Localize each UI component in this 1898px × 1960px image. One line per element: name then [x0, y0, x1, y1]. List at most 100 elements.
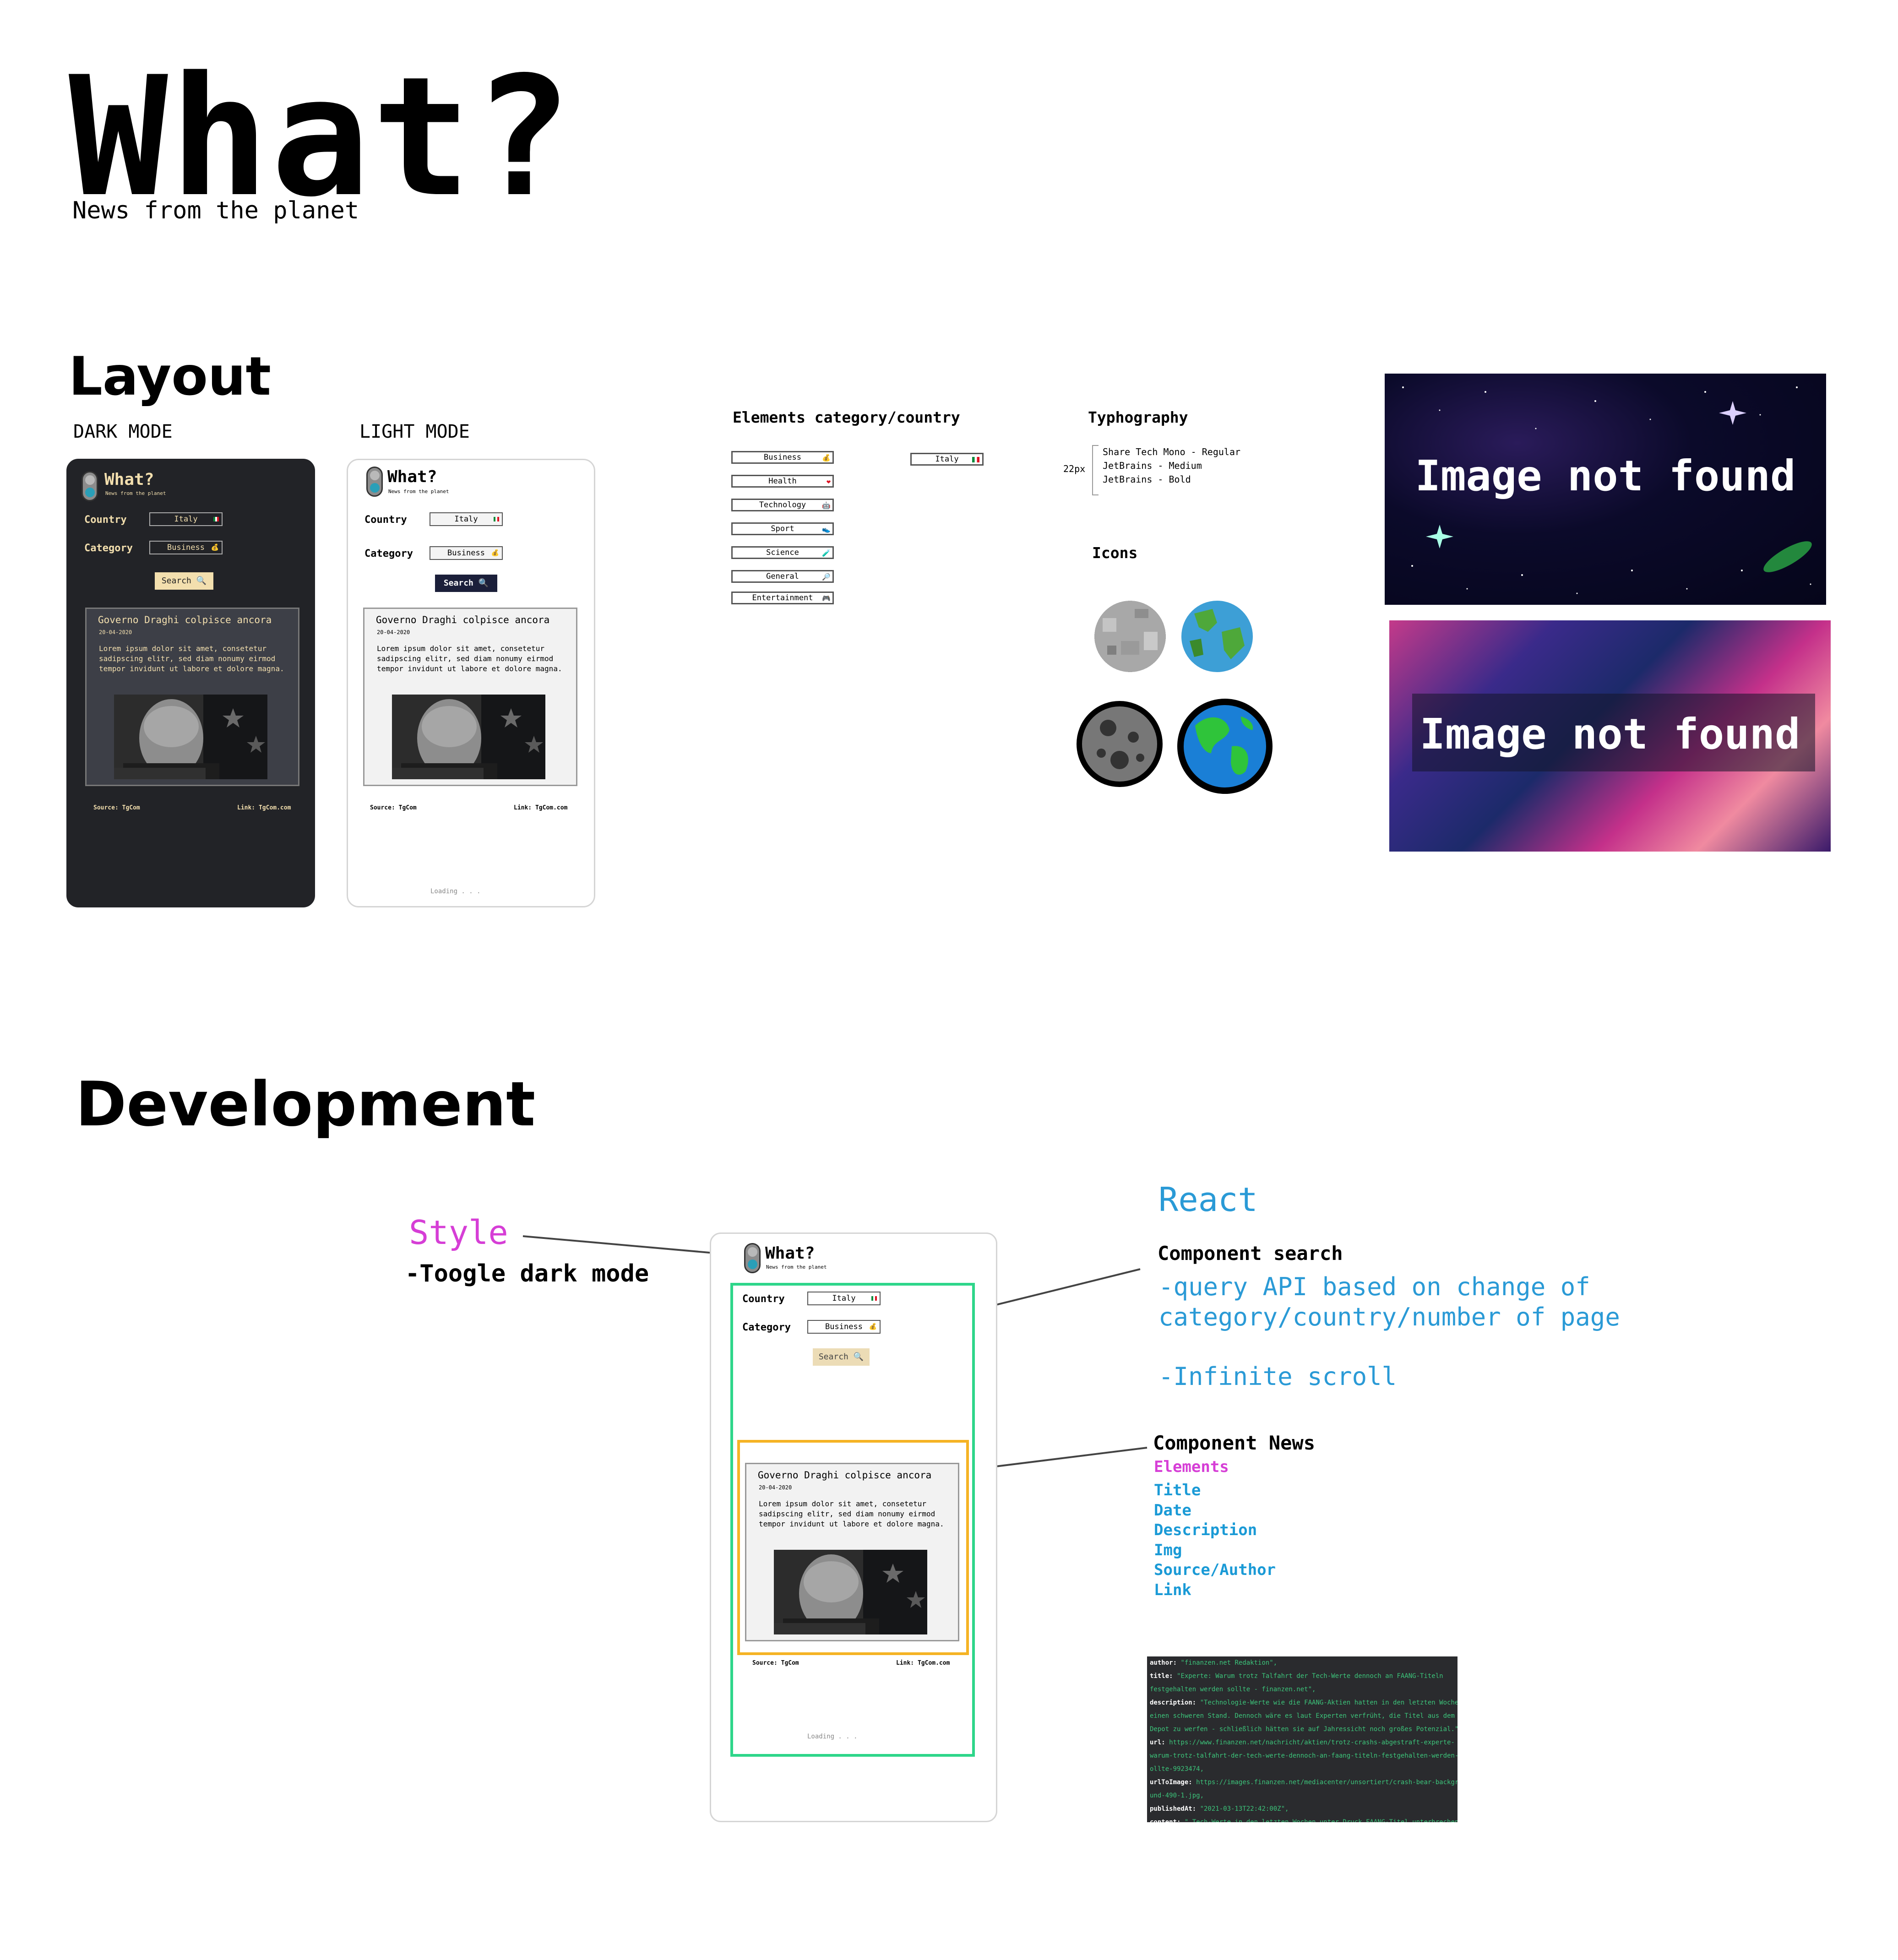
loading-indicator: Loading . . . [807, 1733, 858, 1740]
api-response-line: einen schweren Stand. Dennoch wäre es la… [1150, 1710, 1455, 1723]
api-response-key: title: [1150, 1672, 1177, 1680]
card-title: Governo Draghi colpisce ancora [376, 614, 550, 625]
news-component-outline [737, 1440, 969, 1655]
page-subtitle: News from the planet [72, 197, 359, 224]
category-select[interactable]: Business 💰 [149, 541, 223, 554]
card-link[interactable]: Link: TgCom.com [896, 1660, 950, 1667]
api-response-value: ollte-9923474, [1150, 1765, 1204, 1773]
gamepad-icon: 🎮 [822, 594, 831, 603]
country-select[interactable]: Italy [807, 1292, 881, 1305]
api-response-value: " Tech-Werte in den letzten Wochen unter… [1184, 1819, 1457, 1822]
category-pill-entertainment[interactable]: Entertainment🎮 [731, 592, 834, 604]
elements-heading: Elements category/country [733, 408, 960, 426]
card-source: Source: TgCom [93, 804, 140, 811]
light-mode-mockup: What? News from the planet Country Italy… [347, 459, 595, 907]
api-response-key: publishedAt: [1150, 1805, 1200, 1813]
country-select[interactable]: Italy [430, 512, 503, 526]
api-response-value: "2021-03-13T22:42:00Z", [1200, 1805, 1289, 1813]
typography-heading: Typhography [1088, 408, 1188, 426]
card-description: Lorem ipsum dolor sit amet, consetetur s… [377, 644, 562, 673]
style-annotation-item: -Toogle dark mode [405, 1260, 649, 1287]
typography-size: 22px [1063, 463, 1086, 474]
earth-pixel-icon [1180, 600, 1254, 673]
image-not-found-text: Image not found [1415, 451, 1796, 500]
typography-bracket [1092, 445, 1099, 495]
news-element-source: Source/Author [1154, 1561, 1276, 1579]
icons-heading: Icons [1092, 544, 1138, 562]
page-title: What? [69, 41, 574, 233]
flag-italy-icon [871, 1296, 877, 1301]
api-response-value: einen schweren Stand. Dennoch wäre es la… [1150, 1712, 1455, 1720]
news-card[interactable]: Governo Draghi colpisce ancora 20-04-202… [745, 1463, 959, 1641]
api-response-value: https://images.finanzen.net/mediacenter/… [1196, 1779, 1457, 1786]
app-subtitle: News from the planet [388, 489, 449, 494]
search-icon: 🔍 [196, 576, 207, 586]
api-response-line: und-490-1.jpg, [1150, 1789, 1455, 1803]
api-response-line: content: " Tech-Werte in den letzten Woc… [1150, 1816, 1457, 1822]
loading-indicator: Loading . . . [430, 888, 481, 895]
api-response-line: publishedAt: "2021-03-13T22:42:00Z", [1150, 1803, 1455, 1816]
country-label: Country [364, 514, 407, 526]
search-button[interactable]: Search 🔍 [435, 575, 497, 592]
money-bag-icon: 💰 [822, 454, 831, 462]
category-pill-science[interactable]: Science🧪 [731, 546, 834, 559]
country-pill-italy[interactable]: Italy [910, 453, 984, 466]
card-description: Lorem ipsum dolor sit amet, consetetur s… [99, 644, 284, 673]
search-component-outline [730, 1283, 975, 1757]
country-label: Country [742, 1293, 785, 1305]
search-button[interactable]: Search 🔍 [813, 1348, 870, 1366]
api-response-line: festgehalten werden sollte - finanzen.ne… [1150, 1683, 1455, 1696]
api-response-value: und-490-1.jpg, [1150, 1792, 1204, 1799]
api-response-line: Depot zu werfen - schließlich hätten sie… [1150, 1723, 1457, 1736]
category-pill-sport[interactable]: Sport👟 [731, 522, 834, 535]
country-label: Country [84, 514, 127, 526]
category-label: Category [84, 543, 133, 554]
font-jetbrains-bold: JetBrains - Bold [1103, 474, 1191, 485]
development-heading: Development [76, 1069, 536, 1140]
news-element-title: Title [1154, 1481, 1201, 1499]
category-pill-general[interactable]: General🔎 [731, 570, 834, 583]
card-link[interactable]: Link: TgCom.com [237, 804, 291, 811]
card-description: Lorem ipsum dolor sit amet, consetetur s… [759, 1499, 944, 1528]
api-response-line: ollte-9923474, [1150, 1763, 1455, 1776]
toggle-dark-mode-icon[interactable] [82, 471, 98, 501]
robot-icon: 🤖 [822, 501, 831, 510]
toggle-dark-mode-icon[interactable] [366, 467, 383, 497]
category-pill-health[interactable]: Health❤ [731, 475, 834, 488]
card-image [774, 1550, 927, 1634]
country-select[interactable]: Italy [149, 512, 223, 526]
app-title: What? [387, 467, 437, 486]
category-select[interactable]: Business 💰 [430, 546, 503, 560]
category-select[interactable]: Business 💰 [807, 1320, 881, 1334]
card-title: Governo Draghi colpisce ancora [758, 1470, 932, 1481]
api-response-key: url: [1150, 1739, 1169, 1746]
news-element-img: Img [1154, 1541, 1182, 1559]
shoe-icon: 👟 [822, 525, 831, 533]
api-response-line: url: https://www.finanzen.net/nachricht/… [1150, 1736, 1455, 1749]
typography-fonts: Share Tech Mono - Regular JetBrains - Me… [1103, 445, 1240, 486]
news-component-label: Component News [1153, 1432, 1316, 1454]
api-response-key: content: [1150, 1819, 1185, 1822]
flag-italy-icon [213, 517, 219, 521]
news-element-link: Link [1154, 1580, 1191, 1599]
app-title: What? [104, 470, 154, 489]
flag-italy-icon [972, 457, 979, 462]
api-response-value: "finanzen.net Redaktion", [1180, 1659, 1278, 1667]
news-card[interactable]: Governo Draghi colpisce ancora 20-04-202… [85, 608, 299, 786]
app-subtitle: News from the planet [105, 490, 166, 496]
api-response-line: warum-trotz-talfahrt-der-tech-werte-denn… [1150, 1749, 1457, 1763]
app-subtitle: News from the planet [766, 1264, 827, 1270]
flag-italy-icon [494, 517, 499, 521]
card-date: 20-04-2020 [377, 629, 410, 635]
news-elements-label: Elements [1154, 1458, 1229, 1476]
category-pill-business[interactable]: Business💰 [731, 451, 834, 464]
category-pill-technology[interactable]: Technology🤖 [731, 499, 834, 511]
search-icon: 🔍 [478, 578, 489, 588]
search-icon: 🔍 [853, 1352, 864, 1362]
api-response-line: description: "Technologie-Werte wie die … [1150, 1696, 1457, 1710]
card-link[interactable]: Link: TgCom.com [514, 804, 568, 811]
image-not-found-placeholder-1: Image not found [1385, 374, 1826, 605]
search-button[interactable]: Search 🔍 [155, 572, 213, 590]
toggle-dark-mode-icon[interactable] [744, 1243, 761, 1273]
news-card[interactable]: Governo Draghi colpisce ancora 20-04-202… [363, 608, 577, 786]
